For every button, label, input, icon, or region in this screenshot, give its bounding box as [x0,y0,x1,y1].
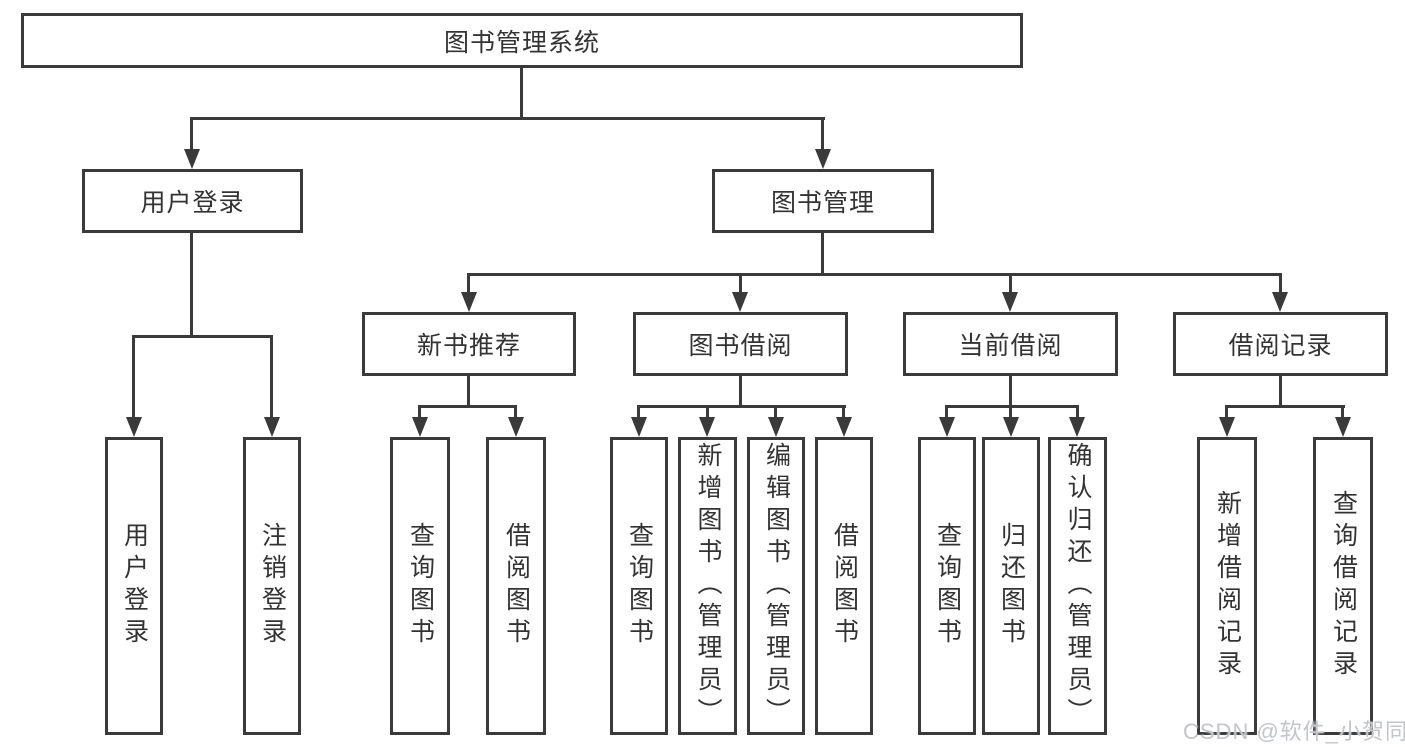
arrowhead-down-icon [836,417,852,437]
leaf-borrow-borrow-books-label: 借阅图书 [830,522,859,650]
arrowhead-down-icon [768,417,784,437]
leaf-newbooks-borrow-books-label: 借阅图书 [502,522,531,650]
connector-line [132,335,135,417]
connector-line [945,405,1079,408]
connector-line [1279,376,1282,408]
arrowhead-down-icon [264,417,280,437]
arrowhead-down-icon [126,417,142,437]
arrowhead-down-icon [1335,417,1351,437]
leaf-user-login: 用户登录 [105,437,163,735]
connector-line [1076,405,1079,417]
arrowhead-down-icon [939,417,955,437]
leaf-borrow-query-books: 查询图书 [610,437,668,735]
leaf-newbooks-borrow-books: 借阅图书 [486,437,546,735]
node-user-login-label: 用户登录 [140,189,245,217]
node-current-borrowing-label: 当前借阅 [958,332,1063,360]
leaf-newbooks-query-books-label: 查询图书 [406,522,435,650]
csdn-watermark: CSDN @软件_小贺同学 [1183,719,1405,744]
connector-line [1341,405,1344,417]
connector-line [842,405,845,417]
connector-line [467,273,1282,276]
arrowhead-down-icon [412,417,428,437]
arrowhead-down-icon [461,292,477,312]
connector-line [1225,405,1345,408]
arrowhead-down-icon [508,417,524,437]
node-root: 图书管理系统 [21,13,1023,68]
arrowhead-down-icon [1219,417,1235,437]
leaf-logout-label: 注销登录 [258,522,287,650]
connector-line [637,405,640,417]
node-user-login: 用户登录 [82,169,303,233]
connector-line [821,117,824,149]
connector-line [270,335,273,417]
connector-line [190,233,193,338]
leaf-add-books-admin: 新增图书（管理员） [678,437,737,735]
node-book-management-label: 图书管理 [770,189,875,217]
leaf-borrow-borrow-books: 借阅图书 [815,437,873,735]
node-new-book-recommend-label: 新书推荐 [416,332,521,360]
arrowhead-down-icon [699,417,715,437]
connector-line [418,405,421,417]
leaf-return-books-label: 归还图书 [997,522,1026,650]
leaf-user-login-label: 用户登录 [120,522,149,650]
connector-line [706,405,709,417]
node-borrowing-records-label: 借阅记录 [1228,332,1333,360]
arrowhead-down-icon [1002,292,1018,312]
leaf-add-borrow-record-label: 新增借阅记录 [1213,490,1242,682]
connector-line [739,273,742,292]
node-book-management: 图书管理 [712,169,934,233]
arrowhead-down-icon [732,292,748,312]
connector-line [190,117,825,120]
connector-line [520,68,523,118]
leaf-query-borrow-record: 查询借阅记录 [1313,437,1373,735]
connector-line [821,233,824,276]
connector-line [739,376,742,408]
node-book-borrowing: 图书借阅 [633,312,848,376]
connector-line [467,273,470,292]
node-borrowing-records: 借阅记录 [1173,312,1388,376]
connector-line [637,405,846,408]
connector-line [1009,273,1012,292]
node-root-label: 图书管理系统 [443,28,600,57]
leaf-newbooks-query-books: 查询图书 [390,437,450,735]
arrowhead-down-icon [815,149,831,169]
connector-line [1225,405,1228,417]
connector-line [514,405,517,417]
arrowhead-down-icon [184,149,200,169]
node-book-borrowing-label: 图书借阅 [688,332,793,360]
leaf-add-borrow-record: 新增借阅记录 [1197,437,1257,735]
leaf-borrow-query-books-label: 查询图书 [625,522,654,650]
connector-line [1279,273,1282,292]
connector-line [190,117,193,149]
leaf-current-query-books-label: 查询图书 [933,522,962,650]
leaf-edit-books-admin: 编辑图书（管理员） [747,437,805,735]
connector-line [945,405,948,417]
leaf-return-books: 归还图书 [982,437,1040,735]
connector-line [132,335,273,338]
leaf-logout: 注销登录 [243,437,301,735]
leaf-query-borrow-record-label: 查询借阅记录 [1329,490,1358,682]
leaf-confirm-return-admin: 确认归还（管理员） [1048,437,1107,735]
arrowhead-down-icon [1069,417,1085,437]
leaf-confirm-return-admin-label: 确认归还（管理员） [1064,442,1092,730]
leaf-current-query-books: 查询图书 [918,437,976,735]
node-new-book-recommend: 新书推荐 [362,312,576,376]
arrowhead-down-icon [1003,417,1019,437]
node-current-borrowing: 当前借阅 [903,312,1118,376]
connector-line [467,376,470,408]
leaf-edit-books-admin-label: 编辑图书（管理员） [762,442,791,730]
connector-line [418,405,517,408]
connector-line [1009,405,1012,417]
leaf-add-books-admin-label: 新增图书（管理员） [694,442,722,730]
connector-line [774,405,777,417]
connector-line [1009,376,1012,408]
arrowhead-down-icon [1272,292,1288,312]
arrowhead-down-icon [631,417,647,437]
